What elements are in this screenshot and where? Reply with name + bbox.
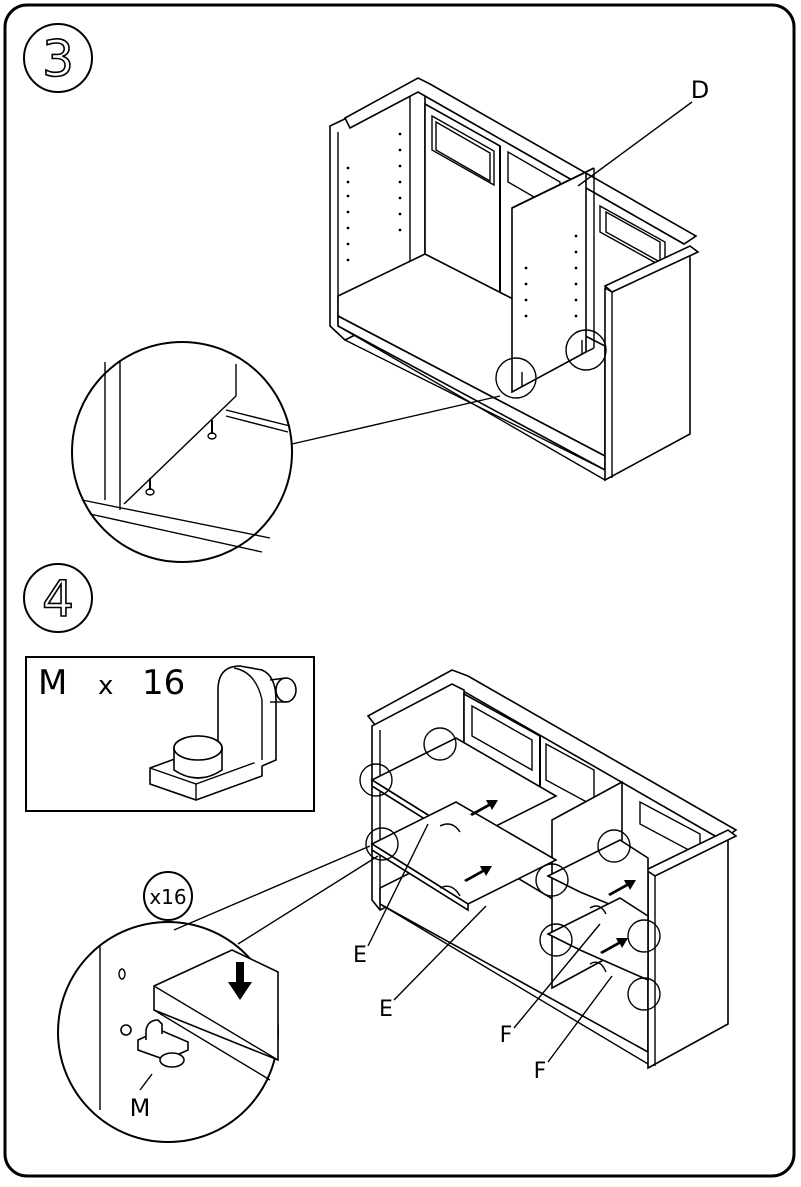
dowel-callout-circle	[495, 357, 537, 399]
part-label-f-2: F	[534, 1059, 547, 1084]
step-3-number: 3	[42, 30, 74, 88]
slide-in-arrows	[464, 800, 636, 954]
step-4-badge	[23, 563, 93, 633]
step-3-detail-zoom	[71, 341, 501, 563]
quantity-badge-text: x16	[149, 885, 186, 909]
leader-line	[577, 101, 693, 187]
step-4-detail-zoom: x16 M	[57, 845, 379, 1143]
quantity-badge	[143, 871, 193, 921]
part-label-f: F	[500, 1023, 513, 1048]
hardware-quantity: 16	[142, 663, 185, 703]
step-4-cabinet	[359, 669, 738, 1070]
part-label-d: D	[691, 76, 709, 104]
part-label-e-2: E	[379, 997, 393, 1022]
step-4: 4 M x 16	[23, 563, 738, 1143]
hardware-box: M x 16	[25, 656, 315, 812]
page-frame	[3, 3, 796, 1178]
step-3-badge	[23, 23, 93, 93]
step-3: 3	[23, 23, 709, 563]
step-4-number: 4	[42, 570, 74, 628]
hardware-part: M	[38, 663, 67, 703]
shelf-pin-holes	[346, 132, 578, 318]
hardware-multiplier: x	[98, 671, 113, 701]
part-label-e: E	[353, 943, 367, 968]
dowel-callout-circle	[565, 329, 607, 371]
detail-part-label-m: M	[130, 1094, 151, 1122]
shelf-support-bracket-icon	[149, 665, 297, 801]
